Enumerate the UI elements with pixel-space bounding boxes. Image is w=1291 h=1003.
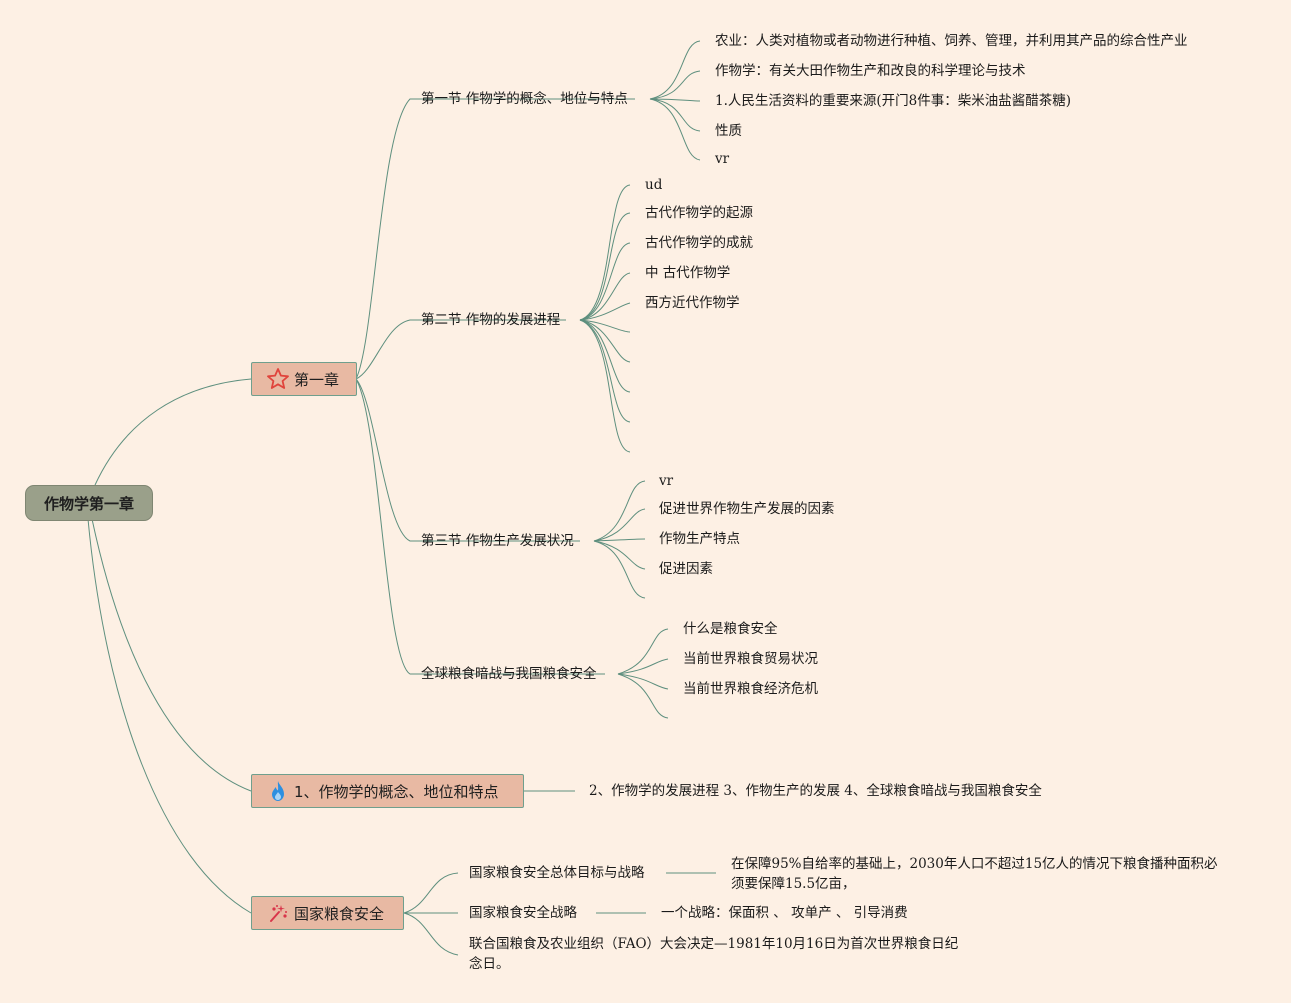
- world-food-day[interactable]: 联合国粮食及农业组织（FAO）大会决定—1981年10月16日为首次世界粮食日纪…: [469, 936, 959, 972]
- flame-icon: [266, 779, 290, 803]
- sec1-item[interactable]: vr: [715, 151, 730, 167]
- sec1-item[interactable]: 农业：人类对植物或者动物进行种植、饲养、管理，并利用其产品的综合性产业: [715, 33, 1188, 49]
- sec4-item[interactable]: 什么是粮食安全: [683, 621, 778, 637]
- branch-label: 1、作物学的概念、地位和特点: [294, 782, 499, 801]
- sec4-item[interactable]: 当前世界粮食经济危机: [683, 681, 818, 697]
- section-four[interactable]: 全球粮食暗战与我国粮食安全: [421, 666, 597, 682]
- star-icon: [266, 367, 290, 391]
- sec2-item[interactable]: 西方近代作物学: [645, 295, 740, 311]
- sec1-item[interactable]: 性质: [715, 123, 742, 139]
- sec3-item[interactable]: 作物生产特点: [659, 531, 740, 547]
- sec3-item[interactable]: 促进世界作物生产发展的因素: [659, 501, 835, 517]
- branch-label: 国家粮食安全: [294, 904, 385, 923]
- branch-chapter-one[interactable]: 第一章: [251, 362, 357, 396]
- sec4-item[interactable]: 当前世界粮食贸易状况: [683, 651, 818, 667]
- branch-concepts[interactable]: 1、作物学的概念、地位和特点: [251, 774, 524, 808]
- branch2-child[interactable]: 2、作物学的发展进程 3、作物生产的发展 4、全球粮食暗战与我国粮食安全: [589, 783, 1042, 799]
- food-security-strategy[interactable]: 国家粮食安全战略: [469, 905, 577, 921]
- food-security-strategy-detail[interactable]: 一个战略：保面积 、 攻单产 、 引导消费: [661, 905, 908, 921]
- branch-food-security[interactable]: 国家粮食安全: [251, 896, 404, 930]
- section-one[interactable]: 第一节 作物学的概念、地位与特点: [421, 91, 628, 107]
- branch-label: 第一章: [294, 370, 340, 389]
- sec1-item[interactable]: 作物学：有关大田作物生产和改良的科学理论与技术: [715, 63, 1026, 79]
- food-security-goal-detail[interactable]: 在保障95%自给率的基础上，2030年人口不超过15亿人的情况下粮食播种面积必须…: [731, 856, 1218, 892]
- sparkle-icon: [266, 901, 290, 925]
- sec3-item[interactable]: 促进因素: [659, 561, 713, 577]
- section-three[interactable]: 第三节 作物生产发展状况: [421, 533, 574, 549]
- sec2-item[interactable]: 古代作物学的成就: [645, 235, 753, 251]
- sec3-item[interactable]: vr: [659, 473, 674, 489]
- food-security-goal[interactable]: 国家粮食安全总体目标与战略: [469, 865, 645, 881]
- root-topic[interactable]: 作物学第一章: [25, 485, 153, 521]
- sec2-item[interactable]: 中 古代作物学: [645, 265, 731, 281]
- sec2-item[interactable]: 古代作物学的起源: [645, 205, 753, 221]
- sec2-item[interactable]: ud: [645, 177, 663, 193]
- section-two[interactable]: 第二节 作物的发展进程: [421, 312, 561, 328]
- sec1-item[interactable]: 1.人民生活资料的重要来源(开门8件事：柴米油盐酱醋茶糖): [715, 93, 1072, 109]
